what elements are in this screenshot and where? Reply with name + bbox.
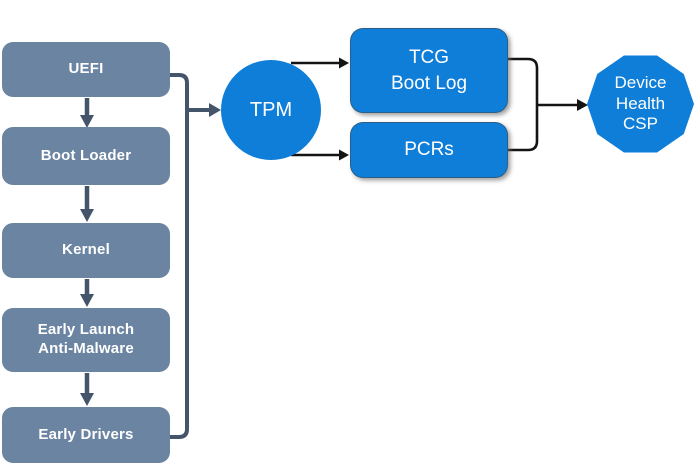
pcrs-box: PCRs	[350, 122, 508, 178]
bracket-records-to-csp	[508, 57, 588, 152]
tpm-circle: TPM	[221, 60, 321, 160]
arrow-uefi-to-bootloader	[80, 98, 94, 128]
stage-box-boot-loader: Boot Loader	[2, 127, 170, 185]
arrow-tpm-to-tcg-boot-log	[291, 57, 349, 69]
bracket-stages-to-tpm	[170, 73, 221, 439]
arrow-bootloader-to-kernel	[80, 186, 94, 222]
stage-box-uefi: UEFI	[2, 42, 170, 97]
stage-box-kernel: Kernel	[2, 223, 170, 278]
arrow-kernel-to-elam	[80, 279, 94, 307]
stage-box-early-drivers: Early Drivers	[2, 407, 170, 463]
stage-box-early-launch-anti-malware: Early Launch Anti-Malware	[2, 308, 170, 372]
device-health-csp-decagon: Device Health CSP	[587, 55, 694, 153]
tcg-boot-log-box: TCG Boot Log	[350, 28, 508, 113]
arrow-elam-to-earlydrivers	[80, 373, 94, 406]
arrow-tpm-to-pcrs	[291, 149, 349, 161]
